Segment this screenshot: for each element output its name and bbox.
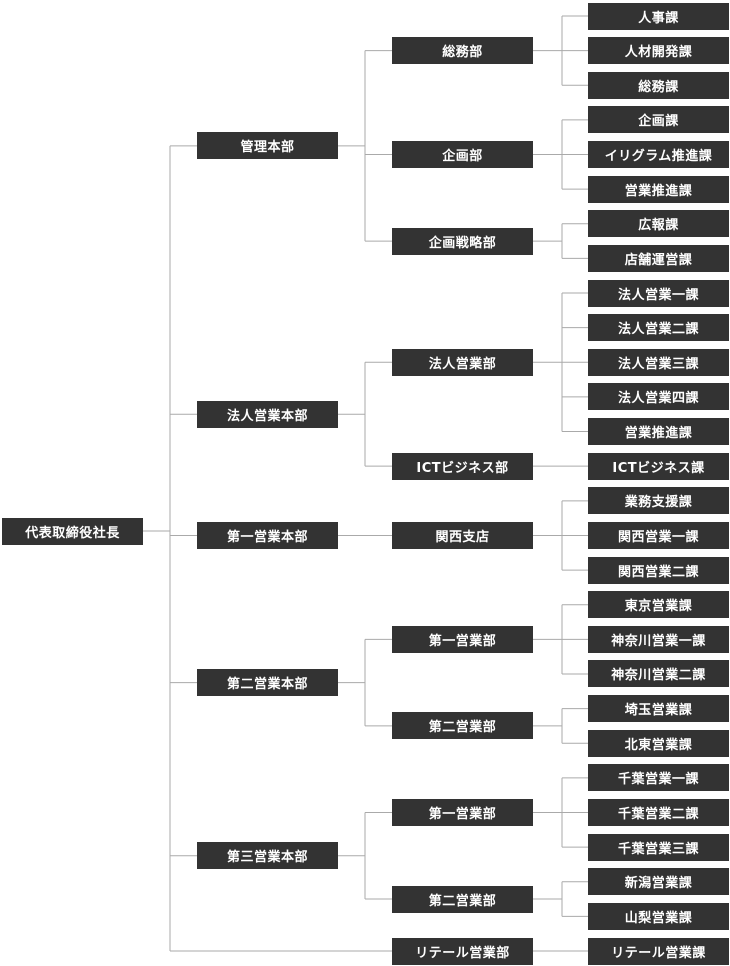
division-node: 第三営業本部	[197, 842, 338, 870]
department-node: ICTビジネス部	[392, 452, 533, 480]
section-node: 人材開発課	[588, 37, 729, 65]
division-node: 法人営業本部	[197, 400, 338, 428]
section-node: イリグラム推進課	[588, 141, 729, 169]
section-node: 神奈川営業一課	[588, 625, 729, 653]
section-node: 人事課	[588, 2, 729, 30]
section-node: 営業推進課	[588, 175, 729, 203]
section-node: 北東営業課	[588, 729, 729, 757]
section-node: 企画課	[588, 106, 729, 134]
section-node: 法人営業一課	[588, 279, 729, 307]
section-node: 広報課	[588, 210, 729, 238]
section-node: 法人営業三課	[588, 348, 729, 376]
department-node: 法人営業部	[392, 348, 533, 376]
department-node: 企画戦略部	[392, 227, 533, 255]
department-node: 第二営業部	[392, 712, 533, 740]
section-node: 千葉営業二課	[588, 798, 729, 826]
division-node: 第二営業本部	[197, 669, 338, 697]
department-node: リテール営業部	[392, 937, 533, 965]
section-node: 新潟営業課	[588, 868, 729, 896]
department-node: 関西支店	[392, 521, 533, 549]
section-node: 千葉営業一課	[588, 764, 729, 792]
section-node: 山梨営業課	[588, 902, 729, 930]
root-node-president: 代表取締役社長	[2, 517, 143, 545]
section-node: 営業推進課	[588, 418, 729, 446]
section-node: リテール営業課	[588, 937, 729, 965]
section-node: 東京営業課	[588, 591, 729, 619]
section-node: 店舗運営課	[588, 244, 729, 272]
division-node: 管理本部	[197, 132, 338, 160]
department-node: 第二営業部	[392, 885, 533, 913]
section-node: 法人営業二課	[588, 314, 729, 342]
section-node: 千葉営業三課	[588, 833, 729, 861]
department-node: 第一営業部	[392, 625, 533, 653]
department-node: 第一営業部	[392, 798, 533, 826]
section-node: ICTビジネス課	[588, 452, 729, 480]
section-node: 埼玉営業課	[588, 695, 729, 723]
section-node: 法人営業四課	[588, 383, 729, 411]
department-node: 総務部	[392, 37, 533, 65]
division-node: 第一営業本部	[197, 521, 338, 549]
section-node: 神奈川営業二課	[588, 660, 729, 688]
section-node: 業務支援課	[588, 487, 729, 515]
section-node: 関西営業二課	[588, 556, 729, 584]
section-node: 総務課	[588, 71, 729, 99]
section-node: 関西営業一課	[588, 521, 729, 549]
department-node: 企画部	[392, 141, 533, 169]
